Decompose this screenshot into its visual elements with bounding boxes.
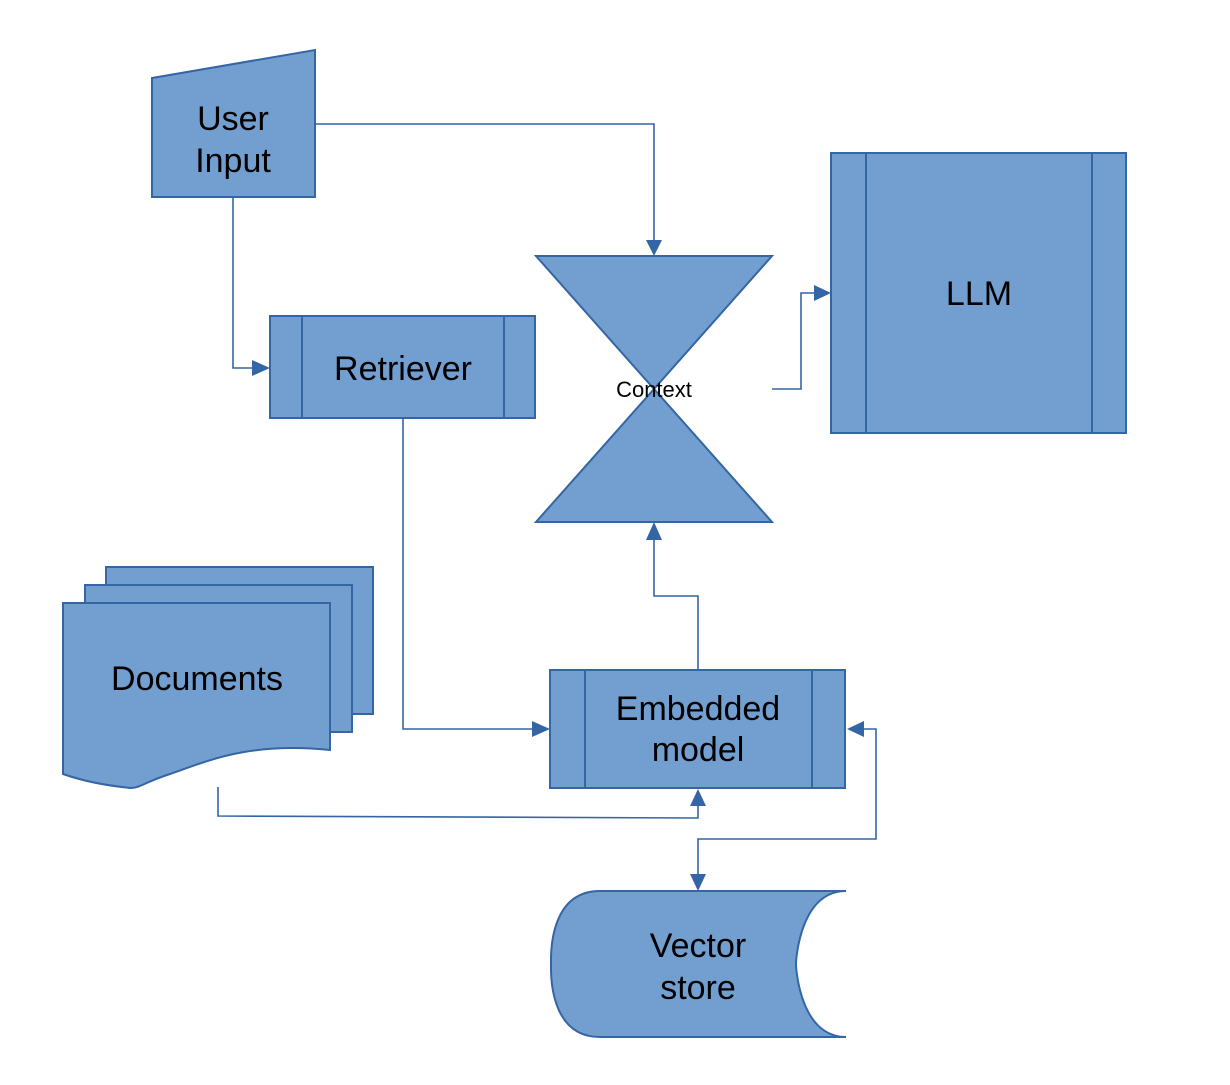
vector-store-node[interactable]: Vector store [549, 890, 847, 1038]
connector-embedded-model-to-vector-store [690, 721, 877, 891]
context-node[interactable]: Context [533, 255, 775, 523]
user-input-node[interactable]: User Input [151, 48, 316, 198]
retriever-node[interactable]: Retriever [269, 315, 536, 419]
embedded-model-label-line1: Embedded [616, 690, 780, 728]
connector-retriever-to-embedded-model [402, 419, 550, 737]
embedded-model-node[interactable]: Embedded model [549, 669, 846, 789]
user-input-label-line2: Input [195, 142, 271, 180]
llm-node[interactable]: LLM [830, 152, 1127, 434]
connector-context-to-llm [772, 285, 831, 390]
connector-documents-to-embedded-model [217, 787, 706, 819]
embedded-model-label-line2: model [652, 731, 745, 769]
vector-store-label-line1: Vector [650, 927, 746, 965]
llm-label: LLM [946, 275, 1012, 313]
context-label: Context [616, 377, 692, 402]
vector-store-label-line2: store [660, 969, 736, 1007]
user-input-label-line1: User [197, 100, 269, 138]
connector-userinput-to-retriever [232, 198, 270, 376]
connector-embedded-model-to-context [646, 522, 699, 669]
documents-node[interactable]: Documents [62, 566, 374, 790]
documents-label: Documents [111, 660, 283, 698]
connector-userinput-to-context [316, 123, 662, 256]
retriever-label: Retriever [334, 350, 472, 388]
